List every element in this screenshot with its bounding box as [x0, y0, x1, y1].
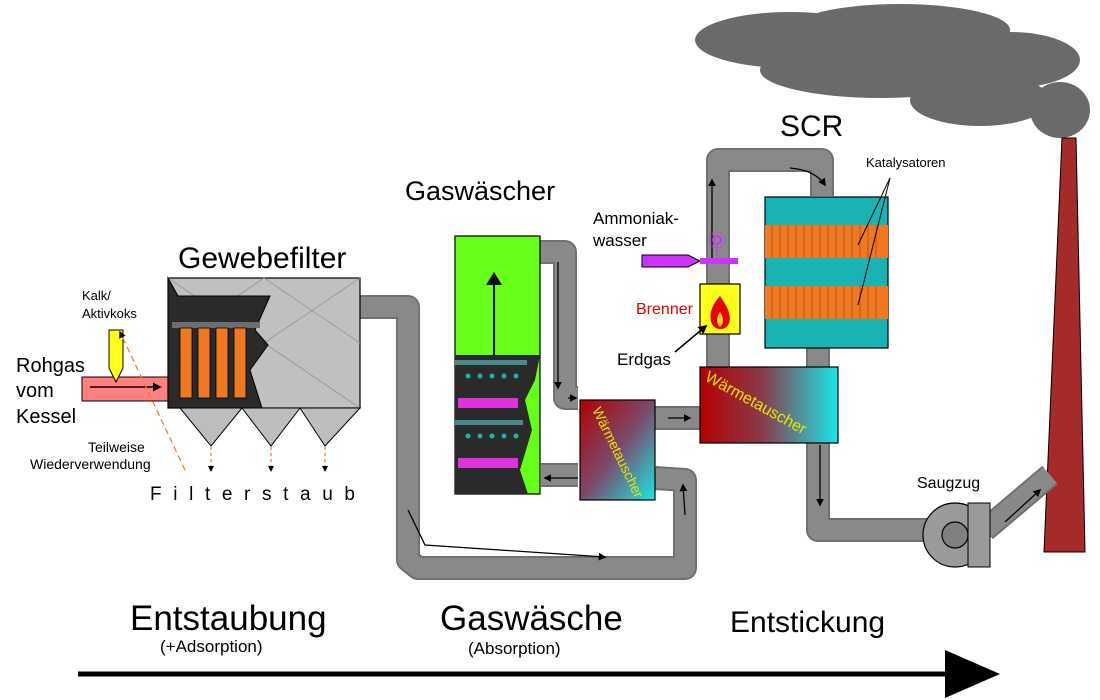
stage-entstaubung: Entstaubung [130, 599, 327, 638]
stage-gaswaesche: Gaswäsche [440, 599, 623, 638]
burner [699, 283, 741, 335]
flow-arrows [407, 167, 1042, 561]
filterstaub-label: Filterstaub [150, 484, 355, 505]
katalysatoren-label: Katalysatoren [866, 155, 946, 170]
fabric-filter [167, 276, 362, 472]
recirculation-line [119, 330, 186, 471]
rohgas-label-2: vom [16, 380, 54, 402]
stage-gaswaesche-sub: (Absorption) [468, 639, 561, 658]
kalk-feed [108, 329, 124, 384]
scrubber [454, 235, 541, 495]
rohgas-label-3: Kessel [16, 406, 76, 428]
suction-fan [922, 502, 991, 568]
gaswaescher-label: Gaswäscher [405, 176, 555, 206]
erdgas-label: Erdgas [617, 350, 671, 369]
gewebefilter-label: Gewebefilter [178, 242, 346, 275]
rohgas-label-1: Rohgas [16, 355, 85, 377]
scr-reactor [764, 177, 891, 349]
ammoniak-label-1: Ammoniak- [593, 209, 679, 228]
rohgas-inlet [81, 376, 173, 402]
erdgas-pointer [674, 324, 708, 353]
kalk-label-1: Kalk/ [82, 288, 111, 303]
brenner-label: Brenner [636, 301, 694, 318]
ammonia-injector [641, 231, 738, 268]
chimney [1043, 137, 1086, 553]
scr-label: SCR [780, 110, 843, 143]
heat-exchanger-2 [699, 366, 839, 444]
stage-entstickung: Entstickung [730, 606, 885, 639]
teilweise-label-2: Wiederverwendung [30, 456, 151, 472]
saugzug-label: Saugzug [917, 475, 980, 492]
heat-exchanger-1 [579, 399, 656, 501]
ammoniak-label-2: wasser [592, 231, 647, 250]
teilweise-label-1: Teilweise [88, 439, 145, 455]
process-direction-arrow [78, 650, 1000, 698]
stage-entstaubung-sub: (+Adsorption) [160, 637, 263, 656]
kalk-label-2: Aktivkoks [82, 306, 137, 321]
smoke-cloud [695, 4, 1090, 138]
